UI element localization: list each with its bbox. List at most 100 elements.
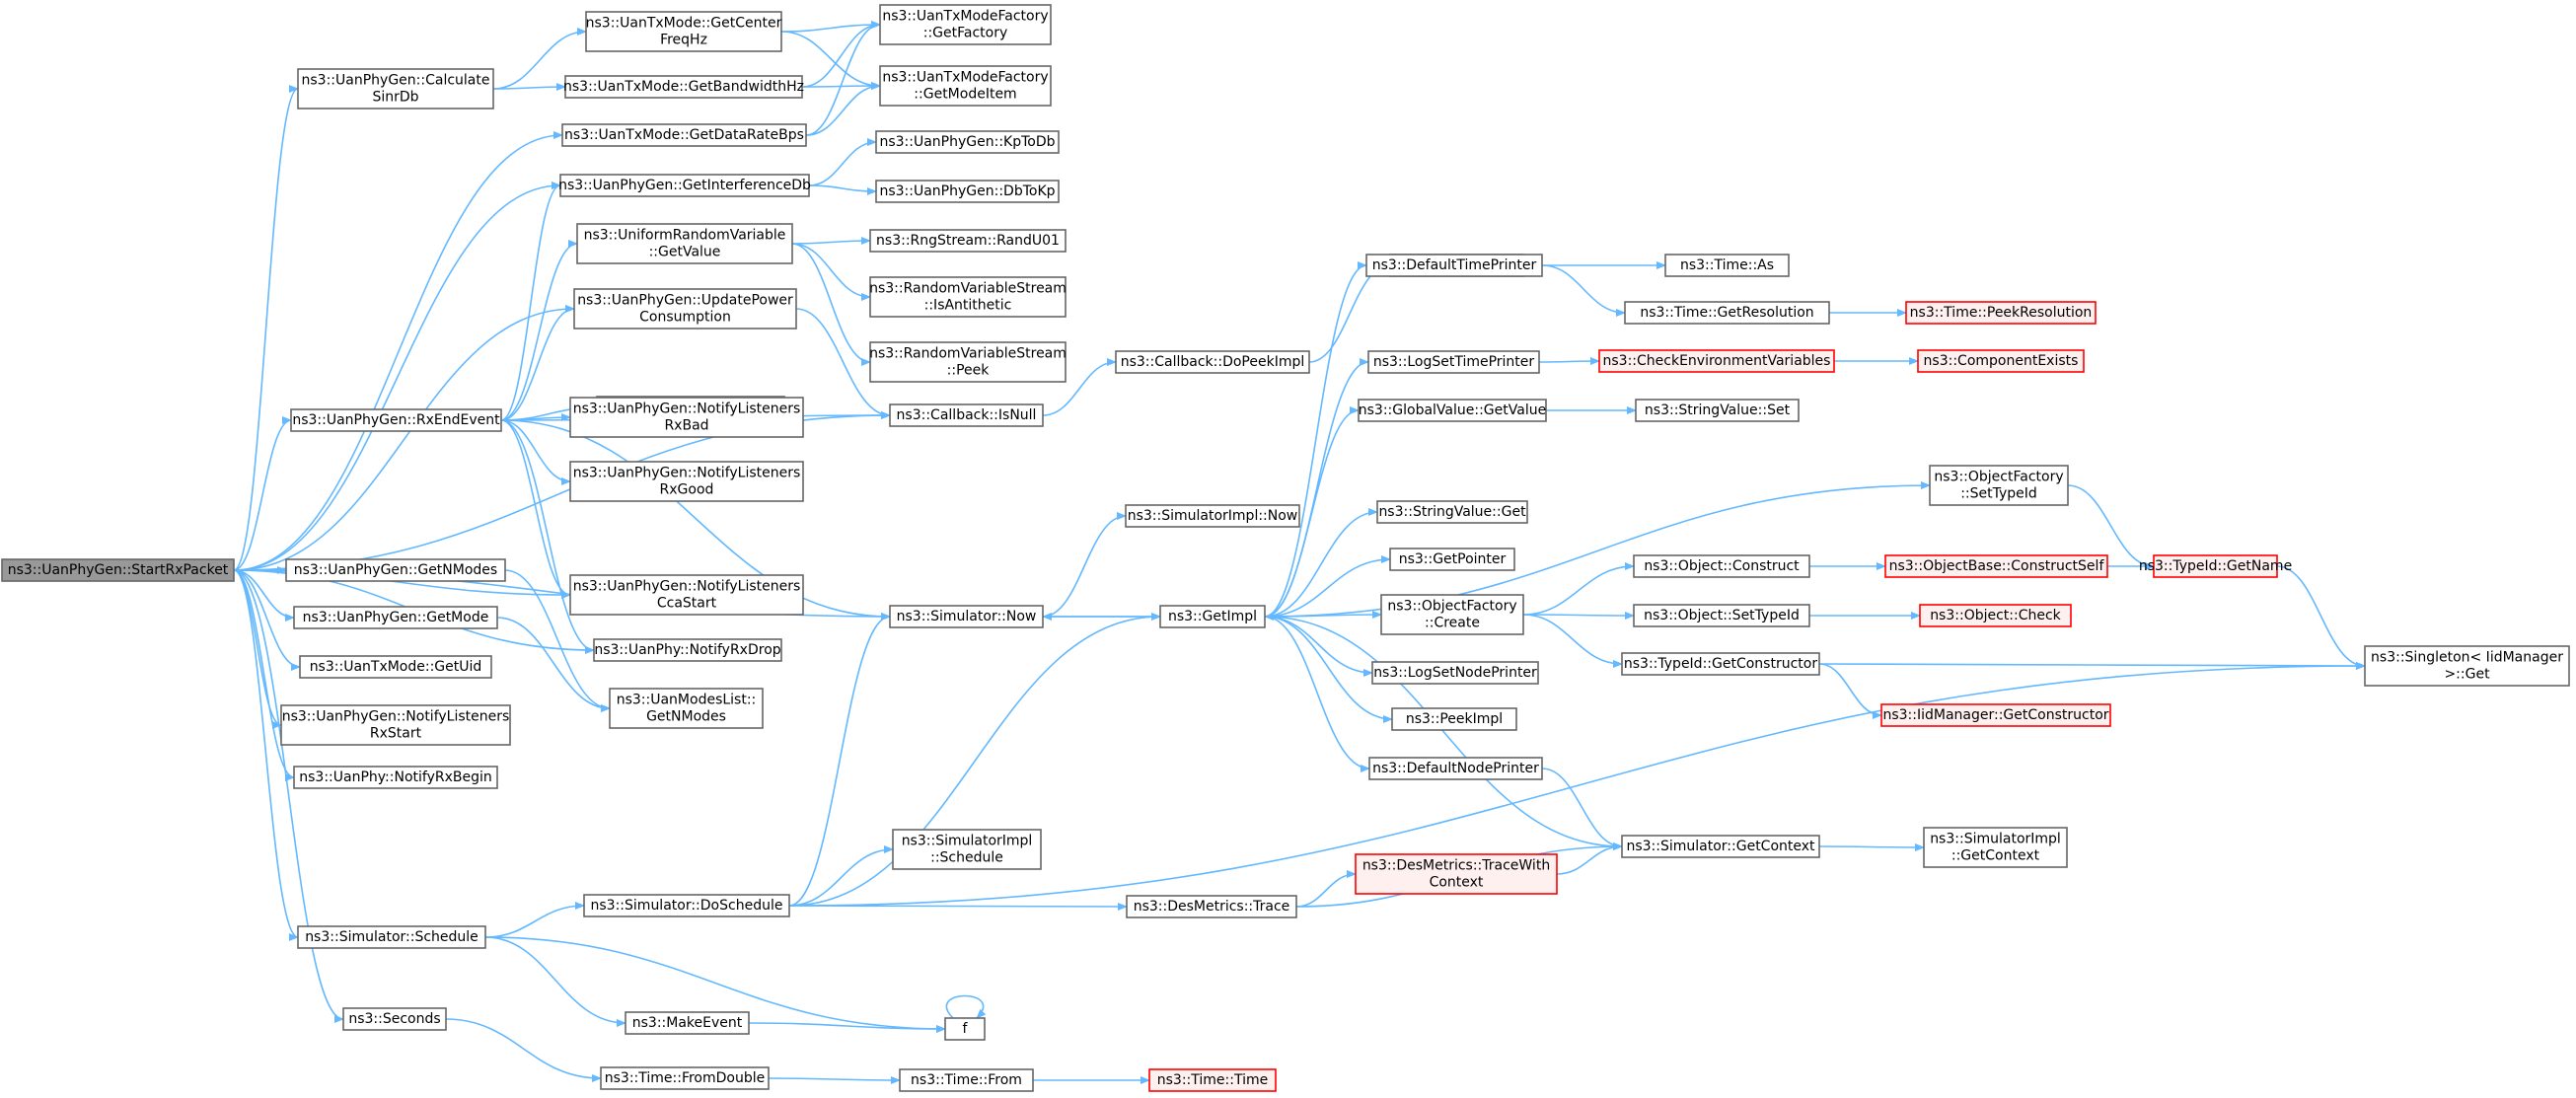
node-sim-schedule[interactable]: ns3::Simulator::Schedule	[297, 925, 486, 949]
node-gv-get[interactable]: ns3::GlobalValue::GetValue	[1358, 399, 1547, 422]
node-sim-impl-schedule[interactable]: ns3::SimulatorImpl::Schedule	[892, 829, 1042, 870]
node-box	[1126, 895, 1297, 918]
node-sv-set[interactable]: ns3::StringValue::Set	[1635, 399, 1800, 422]
node-def-node-printer[interactable]: ns3::DefaultNodePrinter	[1368, 757, 1543, 780]
node-modes-list[interactable]: ns3::UanModesList::GetNModes	[609, 688, 764, 729]
node-time-as[interactable]: ns3::Time::As	[1664, 254, 1790, 277]
edge-def-time-printer-to-time-get-res	[1541, 264, 1626, 317]
node-sim-impl-get-ctx[interactable]: ns3::SimulatorImpl::GetContext	[1923, 827, 2068, 868]
node-label: ns3::UanTxMode::GetBandwidthHz	[563, 79, 804, 95]
node-uniform-get[interactable]: ns3::UniformRandomVariable::GetValue	[576, 223, 793, 264]
node-start[interactable]: ns3::UanPhyGen::StartRxPacket	[1, 558, 235, 582]
node-notify-rx-drop[interactable]: ns3::UanPhy::NotifyRxDrop	[593, 638, 782, 662]
edge-get-data-rate-to-factory-item	[805, 82, 881, 136]
node-box	[1621, 652, 1820, 676]
node-obj-check[interactable]: ns3::Object::Check	[1919, 604, 2072, 627]
node-sim-impl-now[interactable]: ns3::SimulatorImpl::Now	[1125, 504, 1300, 528]
node-box	[1125, 504, 1300, 528]
node-tid-get-ctor[interactable]: ns3::TypeId::GetConstructor	[1621, 652, 1820, 676]
node-get-nmodes[interactable]: ns3::UanPhyGen::GetNModes	[285, 558, 506, 582]
node-factory-get[interactable]: ns3::UanTxModeFactory::GetFactory	[879, 4, 1052, 45]
node-get-uid[interactable]: ns3::UanTxMode::GetUid	[299, 655, 492, 679]
node-obj-construct[interactable]: ns3::Object::Construct	[1633, 554, 1810, 578]
node-is-anti[interactable]: ns3::RandomVariableStream::IsAntithetic	[869, 276, 1067, 318]
node-box	[1389, 548, 1515, 571]
node-seconds[interactable]: ns3::Seconds	[342, 1007, 447, 1031]
node-notify-rx-begin[interactable]: ns3::UanPhy::NotifyRxBegin	[293, 766, 498, 789]
node-sim-now[interactable]: ns3::Simulator::Now	[889, 605, 1044, 628]
node-cb-is-null[interactable]: ns3::Callback::IsNull	[889, 403, 1044, 427]
node-label: ns3::UanPhy::NotifyRxBegin	[299, 769, 492, 785]
node-def-time-printer[interactable]: ns3::DefaultTimePrinter	[1365, 254, 1543, 277]
node-des-trace[interactable]: ns3::DesMetrics::Trace	[1126, 895, 1297, 918]
node-get-mode[interactable]: ns3::UanPhyGen::GetMode	[293, 606, 498, 629]
node-label: ns3::DesMetrics::TraceWith	[1362, 858, 1550, 874]
edge-get-interf-to-db-to-kp	[808, 184, 877, 195]
node-label: ns3::UanPhyGen::UpdatePower	[577, 293, 793, 309]
node-label: ns3::UanPhyGen::DbToKp	[879, 183, 1055, 199]
node-of-set-tid[interactable]: ns3::ObjectFactory::SetTypeId	[1929, 465, 2069, 506]
node-tid-get-name[interactable]: ns3::TypeId::GetName	[2139, 554, 2292, 578]
edge-get-center-to-factory-item	[780, 31, 881, 90]
node-kp-to-db[interactable]: ns3::UanPhyGen::KpToDb	[875, 130, 1060, 154]
node-factory-item[interactable]: ns3::UanTxModeFactory::GetModeItem	[879, 65, 1052, 107]
node-of-create[interactable]: ns3::ObjectFactory::Create	[1380, 594, 1524, 635]
node-ob-construct-self[interactable]: ns3::ObjectBase::ConstructSelf	[1884, 554, 2108, 578]
node-box	[585, 11, 782, 52]
node-get-bw[interactable]: ns3::UanTxMode::GetBandwidthHz	[563, 75, 804, 99]
node-cb-peek[interactable]: ns3::Callback::DoPeekImpl	[1115, 350, 1310, 374]
node-obj-set-tid[interactable]: ns3::Object::SetTypeId	[1633, 604, 1810, 627]
edge-get-impl-to-peek-impl	[1264, 616, 1393, 723]
node-make-event[interactable]: ns3::MakeEvent	[625, 1011, 750, 1035]
node-log-set-node[interactable]: ns3::LogSetNodePrinter	[1371, 661, 1539, 685]
node-time-from[interactable]: ns3::Time::From	[899, 1068, 1034, 1092]
node-log-set-time[interactable]: ns3::LogSetTimePrinter	[1367, 350, 1540, 374]
node-label: ns3::PeekImpl	[1406, 711, 1503, 727]
edge-of-set-tid-to-tid-get-name	[2067, 484, 2155, 570]
node-sim-do-schedule[interactable]: ns3::Simulator::DoSchedule	[583, 894, 790, 917]
node-time-get-res[interactable]: ns3::Time::GetResolution	[1624, 301, 1830, 325]
node-box	[1355, 853, 1558, 895]
node-f[interactable]: f	[944, 1017, 986, 1041]
node-peek[interactable]: ns3::RandomVariableStream::Peek	[869, 341, 1067, 383]
node-time-time[interactable]: ns3::Time::Time	[1148, 1068, 1277, 1092]
edge-sim-now-to-sim-impl-now	[1042, 512, 1127, 618]
node-peek-impl[interactable]: ns3::PeekImpl	[1391, 707, 1517, 731]
node-from-double[interactable]: ns3::Time::FromDouble	[600, 1066, 770, 1090]
node-singleton[interactable]: ns3::Singleton< IidManager>::Get	[2364, 645, 2570, 687]
node-comp-exists[interactable]: ns3::ComponentExists	[1917, 349, 2085, 373]
node-label: ns3::UanPhyGen::RxEndEvent	[292, 412, 500, 428]
node-iid-get-ctor[interactable]: ns3::IidManager::GetConstructor	[1880, 703, 2111, 727]
node-get-data-rate[interactable]: ns3::UanTxMode::GetDataRateBps	[561, 123, 807, 147]
node-check-env[interactable]: ns3::CheckEnvironmentVariables	[1598, 349, 1835, 373]
call-edges	[233, 21, 2366, 1084]
node-sim-get-ctx[interactable]: ns3::Simulator::GetContext	[1621, 835, 1820, 858]
edge-get-impl-to-def-node-printer	[1264, 616, 1370, 772]
node-box	[1929, 465, 2069, 506]
node-get-pointer[interactable]: ns3::GetPointer	[1389, 548, 1515, 571]
node-label: ns3::Time::FromDouble	[605, 1070, 766, 1086]
node-label: ns3::MakeEvent	[632, 1015, 743, 1031]
node-label: ns3::StringValue::Get	[1378, 504, 1526, 520]
edge-start-to-update-power	[233, 305, 575, 571]
node-rand-u01[interactable]: ns3::RngStream::RandU01	[869, 229, 1067, 253]
node-db-to-kp[interactable]: ns3::UanPhyGen::DbToKp	[875, 180, 1060, 203]
node-time-peek-res[interactable]: ns3::Time::PeekResolution	[1905, 301, 2097, 325]
node-rx-end-event[interactable]: ns3::UanPhyGen::RxEndEvent	[290, 408, 502, 432]
node-label: ns3::IidManager::GetConstructor	[1882, 707, 2108, 723]
edge-rx-end-event-to-notify-rx-drop	[500, 419, 595, 654]
edge-log-set-time-to-check-env	[1538, 357, 1600, 366]
node-get-interf[interactable]: ns3::UanPhyGen::GetInterferenceDb	[558, 174, 811, 197]
node-get-impl[interactable]: ns3::GetImpl	[1159, 605, 1266, 628]
edge-get-interf-to-kp-to-db	[808, 138, 877, 186]
node-sv-get[interactable]: ns3::StringValue::Get	[1376, 500, 1528, 524]
node-box	[875, 130, 1060, 154]
